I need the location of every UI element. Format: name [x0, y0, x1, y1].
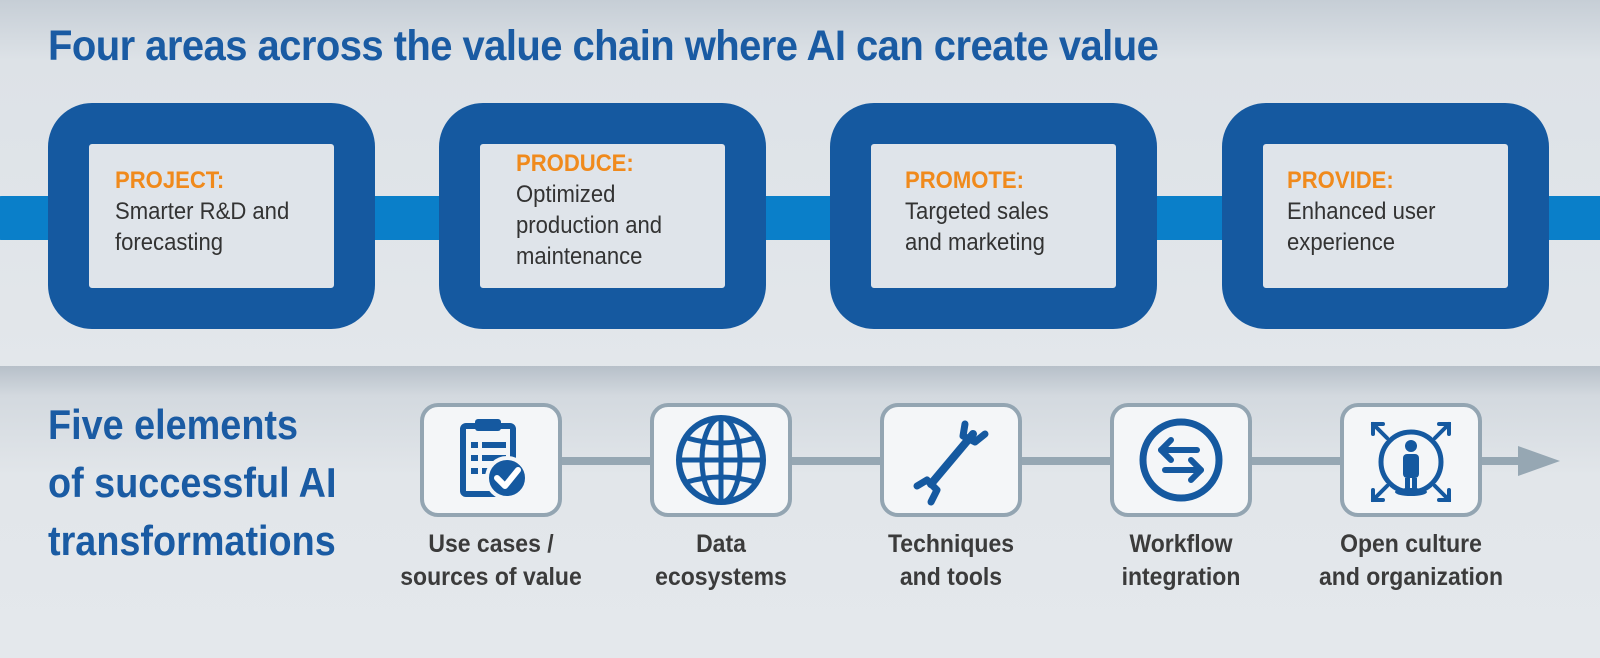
element-label: Data ecosystems: [655, 530, 787, 591]
area-description: Optimized production and maintenance: [516, 181, 663, 270]
area-heading: PRODUCE:: [516, 150, 634, 177]
element-box-culture: [1340, 403, 1482, 517]
area-description: Smarter R&D and forecasting: [115, 198, 290, 256]
area-heading: PROJECT:: [115, 167, 225, 194]
person-expand-icon: [1371, 422, 1451, 502]
timeline-arrowhead: [1518, 446, 1560, 476]
chain-link-provide: PROVIDE: Enhanced user experience: [1222, 103, 1549, 329]
element-box-workflow: [1110, 403, 1252, 517]
element-label: Workflow integration: [1121, 530, 1241, 591]
exchange-arrows-icon: [1139, 418, 1223, 502]
chain-link-produce: PRODUCE: Optimized production and mainte…: [439, 103, 766, 329]
section-subtitle: Five elements of successful AI transform…: [48, 401, 337, 564]
element-box-techniques: [880, 403, 1022, 517]
element-box-data: [650, 403, 792, 517]
element-label: Techniques and tools: [887, 530, 1015, 591]
chain-link-promote: PROMOTE: Targeted sales and marketing: [830, 103, 1157, 329]
wrench-icon: [913, 420, 989, 506]
page-title: Four areas across the value chain where …: [48, 22, 1159, 70]
clipboard-check-icon: [460, 419, 529, 500]
chain-link-project: PROJECT: Smarter R&D and forecasting: [48, 103, 375, 329]
globe-icon: [676, 415, 766, 505]
elements-section: [0, 366, 1600, 658]
area-heading: PROMOTE:: [905, 167, 1024, 194]
element-label: Use cases / sources of value: [400, 530, 582, 591]
element-label: Open culture and organization: [1319, 530, 1503, 591]
link-text: PROVIDE: Enhanced user experience: [1287, 165, 1517, 258]
link-text: PROMOTE: Targeted sales and marketing: [905, 165, 1135, 258]
timeline-line: [555, 457, 1525, 465]
area-heading: PROVIDE:: [1287, 167, 1394, 194]
area-description: Targeted sales and marketing: [905, 198, 1049, 256]
link-text: PRODUCE: Optimized production and mainte…: [516, 148, 746, 272]
element-box-use-cases: [420, 403, 562, 517]
link-text: PROJECT: Smarter R&D and forecasting: [115, 165, 345, 258]
area-description: Enhanced user experience: [1287, 198, 1436, 256]
